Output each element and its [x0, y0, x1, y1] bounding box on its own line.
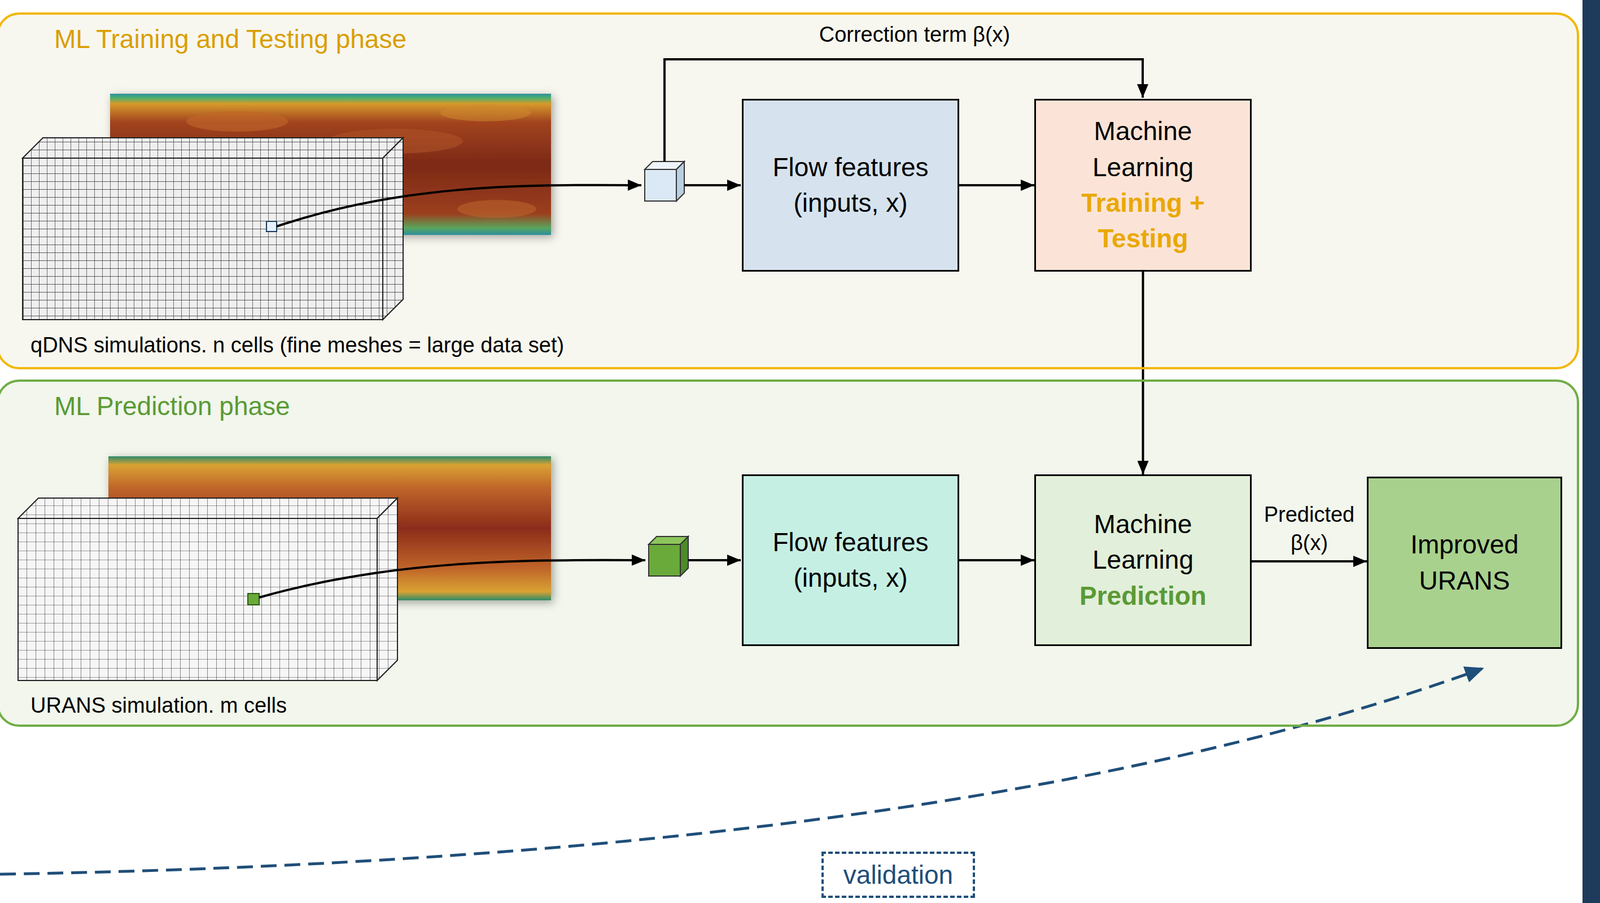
panel-ground [0, 379, 1580, 727]
mesh-side [377, 497, 398, 681]
mesh-top [22, 137, 404, 159]
turbulence-blob [457, 199, 537, 218]
cube-face [648, 544, 681, 576]
cell-leader [276, 185, 642, 227]
edge-label: Predicted β(x) [1255, 500, 1364, 557]
process-box: Flow features (inputs, x) [741, 98, 960, 272]
box-text: Training + Testing [1043, 185, 1243, 257]
box-text: Improved URANS [1376, 526, 1553, 599]
box-text: validation [843, 859, 953, 890]
box-text: Flow features (inputs, x) [751, 524, 950, 597]
box-text: Machine Learning [1043, 113, 1243, 186]
mesh-front [22, 158, 383, 320]
box-text: Prediction [1079, 578, 1207, 614]
box-text: Flow features (inputs, x) [751, 149, 950, 222]
edge-strip [1582, 0, 1600, 903]
figure-caption: URANS simulation. m cells [30, 693, 287, 718]
mesh-front [18, 518, 378, 681]
flow-arrow [959, 558, 1035, 562]
cube-face [644, 169, 677, 201]
phase-panel: ML Training and Testing phaseFlow featur… [0, 12, 1580, 370]
cell-cube [644, 161, 685, 201]
panel-heading: ML Prediction phase [54, 390, 291, 422]
flow-arrow [1142, 271, 1145, 475]
feature-arrow [688, 558, 741, 562]
connector-label: Correction term β(x) [819, 22, 1011, 47]
result-box: Improved URANS [1366, 476, 1563, 649]
turbulence-blob [186, 111, 288, 132]
panel-heading: ML Training and Testing phase [54, 23, 407, 55]
phase-panel: ML Prediction phaseFlow features (inputs… [0, 379, 1580, 727]
cell-leader [259, 560, 646, 598]
turbulence-blob [440, 104, 531, 122]
note-box: validation [821, 851, 976, 898]
validation-curve [0, 668, 1483, 874]
flow-arrow [1251, 560, 1367, 563]
feature-arrow [684, 184, 741, 187]
cube-face [680, 536, 689, 576]
flow-arrow [959, 184, 1035, 187]
mesh-side [382, 137, 404, 320]
mesh-cell [247, 593, 260, 605]
process-box: Machine LearningPrediction [1034, 474, 1252, 646]
cube-face [676, 161, 685, 201]
box-text: Machine Learning [1043, 506, 1243, 579]
mesh-cell [266, 221, 277, 232]
panel-ground [0, 12, 1580, 370]
figure-caption: qDNS simulations. n cells (fine meshes =… [30, 333, 565, 358]
mesh-top [18, 497, 398, 519]
process-box: Flow features (inputs, x) [741, 474, 960, 646]
cell-cube [648, 536, 689, 576]
process-box: Machine LearningTraining + Testing [1034, 98, 1252, 272]
